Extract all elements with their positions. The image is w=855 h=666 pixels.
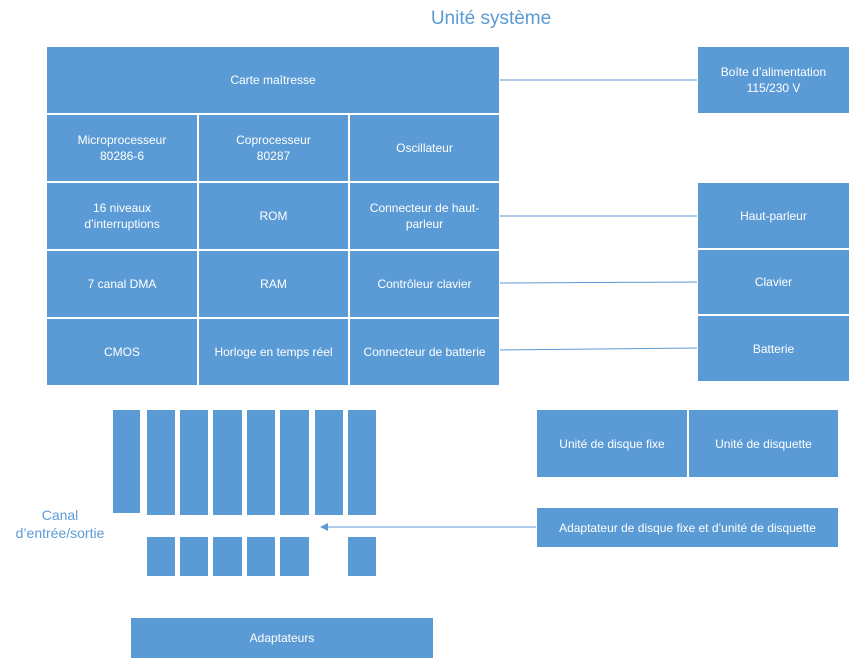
speaker-box: Haut-parleur xyxy=(697,182,850,249)
cell-rom: ROM xyxy=(198,182,349,250)
cell-dma-label: 7 canal DMA xyxy=(87,277,157,291)
keyboard-connector-line xyxy=(498,281,699,284)
floppy-box: Unité de disquette xyxy=(688,409,839,478)
expansion-slot-short xyxy=(246,536,276,577)
cell-ram-label: RAM xyxy=(260,277,287,291)
cell-keyboard-controller: Contrôleur clavier xyxy=(349,250,500,318)
cell-dma: 7 canal DMA xyxy=(46,250,198,318)
battery-connector-line xyxy=(498,347,699,351)
expansion-slot-short xyxy=(347,536,377,577)
expansion-slot-short xyxy=(146,536,176,577)
cell-speaker-connector-label: Connecteur de haut- parleur xyxy=(369,201,480,231)
adapters-box: Adaptateurs xyxy=(130,617,434,659)
expansion-slot-long xyxy=(179,409,209,516)
diagram-title: Unité système xyxy=(430,8,552,29)
drive-adapter-label: Adaptateur de disque fixe et d’unité de … xyxy=(559,520,816,535)
cell-battery-connector-label: Connecteur de batterie xyxy=(363,345,486,359)
expansion-slot-long xyxy=(246,409,276,516)
adapters-label: Adaptateurs xyxy=(249,631,315,645)
motherboard-header: Carte maîtresse xyxy=(46,46,500,114)
fixed-disk-label: Unité de disque fixe xyxy=(559,436,665,451)
speaker-label: Haut-parleur xyxy=(740,208,807,223)
expansion-slot-short xyxy=(212,536,243,577)
expansion-slot-short xyxy=(179,536,209,577)
cell-battery-connector: Connecteur de batterie xyxy=(349,318,500,386)
battery-box: Batterie xyxy=(697,315,850,382)
cell-rtc: Horloge en temps réel xyxy=(198,318,349,386)
power-supply-label: Boîte d’alimentation 115/230 V xyxy=(720,65,827,95)
expansion-slot-long xyxy=(314,409,344,516)
fixed-disk-box: Unité de disque fixe xyxy=(536,409,688,478)
motherboard-header-label: Carte maîtresse xyxy=(230,73,316,87)
drive-adapter-box: Adaptateur de disque fixe et d’unité de … xyxy=(536,507,839,548)
cell-rtc-label: Horloge en temps réel xyxy=(214,345,333,359)
keyboard-label: Clavier xyxy=(754,275,793,289)
cell-interrupts: 16 niveaux d’interruptions xyxy=(46,182,198,250)
battery-label: Batterie xyxy=(752,341,795,356)
drive-adapter-arrowhead xyxy=(320,523,328,531)
io-channel-label-text: Canal d’entrée/sortie xyxy=(15,507,105,541)
cell-speaker-connector: Connecteur de haut- parleur xyxy=(349,182,500,250)
io-channel-label: Canal d’entrée/sortie xyxy=(0,506,120,542)
cell-ram: RAM xyxy=(198,250,349,318)
cell-rom-label: ROM xyxy=(259,209,288,223)
cell-interrupts-label: 16 niveaux d’interruptions xyxy=(84,201,160,231)
expansion-slot-long xyxy=(212,409,243,516)
expansion-slot-long xyxy=(112,409,141,514)
cell-oscillator-label: Oscillateur xyxy=(396,141,453,155)
expansion-slot-long xyxy=(279,409,310,516)
cell-cmos: CMOS xyxy=(46,318,198,386)
cell-oscillator: Oscillateur xyxy=(349,114,500,182)
cell-coprocessor-label: Coprocesseur 80287 xyxy=(236,133,311,163)
expansion-slot-long xyxy=(146,409,176,516)
keyboard-box: Clavier xyxy=(697,249,850,315)
power-supply-box: Boîte d’alimentation 115/230 V xyxy=(697,46,850,114)
expansion-slot-long xyxy=(347,409,377,516)
cell-microprocessor: Microprocesseur 80286-6 xyxy=(46,114,198,182)
cell-keyboard-controller-label: Contrôleur clavier xyxy=(377,277,472,291)
cell-coprocessor: Coprocesseur 80287 xyxy=(198,114,349,182)
cell-cmos-label: CMOS xyxy=(104,345,140,359)
cell-microprocessor-label: Microprocesseur 80286-6 xyxy=(77,133,167,163)
expansion-slot-short xyxy=(279,536,310,577)
floppy-label: Unité de disquette xyxy=(715,436,812,451)
